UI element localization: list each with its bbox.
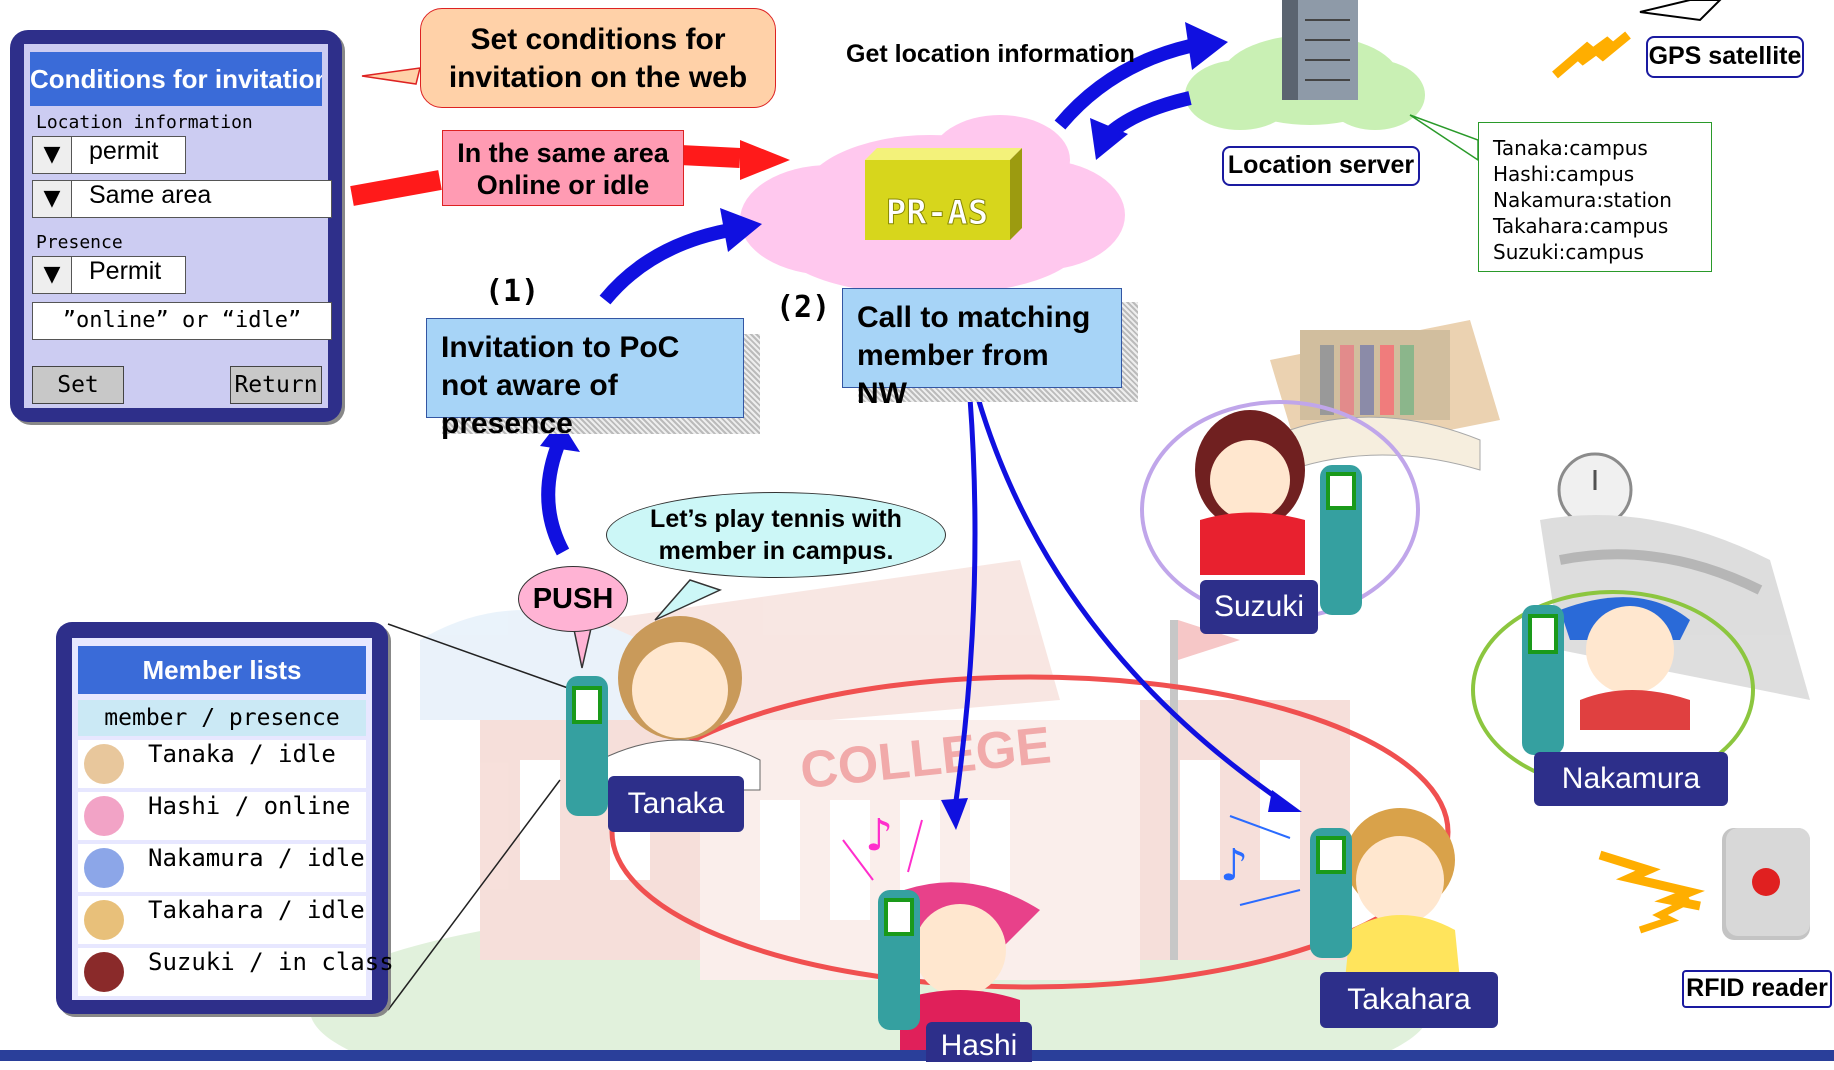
presence-value-field[interactable]: ”online” or “idle” bbox=[32, 302, 332, 340]
phone-icons bbox=[566, 465, 1564, 1030]
location-server-label: Location server bbox=[1222, 146, 1420, 186]
call-matching-box: Call to matching member from NW bbox=[842, 288, 1122, 410]
set-conditions-callout: Set conditions for invitation on the web bbox=[420, 8, 776, 108]
takahara-face-icon bbox=[84, 900, 124, 940]
member-list-panel: Member lists member / presence Tanaka / … bbox=[56, 622, 394, 1014]
same-area-label: In the same area Online or idle bbox=[442, 130, 684, 206]
conditions-panel: Conditions for invitation Location infor… bbox=[10, 30, 342, 422]
location-entry: Tanaka:campus bbox=[1493, 136, 1648, 160]
blue-arrows bbox=[541, 39, 1192, 556]
rfid-reader-label: RFID reader bbox=[1682, 970, 1832, 1008]
server-icon bbox=[1282, 0, 1358, 100]
return-button[interactable]: Return bbox=[230, 366, 322, 404]
train-station-illustration bbox=[1540, 452, 1810, 700]
member-row[interactable]: Nakamura / idle bbox=[78, 844, 366, 892]
set-button[interactable]: Set bbox=[32, 366, 124, 404]
member-row[interactable]: Tanaka / idle bbox=[78, 740, 366, 788]
member-row[interactable]: Hashi / online bbox=[78, 792, 366, 840]
location-list: Tanaka:campus Hashi:campus Nakamura:stat… bbox=[1478, 122, 1712, 272]
member-list-header: member / presence bbox=[78, 700, 366, 736]
person-suzuki-icon bbox=[1195, 410, 1305, 575]
dropdown-arrow-icon: ▼ bbox=[33, 137, 72, 173]
push-bubble: PUSH bbox=[518, 566, 628, 632]
invitation-box: Invitation to PoC not aware of presence bbox=[426, 318, 744, 440]
gps-satellite-label: GPS satellite bbox=[1646, 36, 1804, 78]
music-note-hashi: ♪ bbox=[865, 810, 893, 861]
name-hashi: Hashi bbox=[926, 1022, 1032, 1062]
dropdown-arrow-icon: ▼ bbox=[33, 181, 72, 217]
dropdown-arrow-icon: ▼ bbox=[33, 257, 72, 293]
location-entry: Takahara:campus bbox=[1493, 214, 1669, 238]
person-takahara-icon bbox=[1345, 808, 1460, 980]
conditions-panel-title: Conditions for invitation bbox=[30, 52, 322, 106]
name-tanaka: Tanaka bbox=[608, 776, 744, 832]
bottom-banner bbox=[0, 1050, 1834, 1061]
gps-satellite-icon bbox=[1552, 0, 1722, 79]
library-illustration bbox=[1270, 320, 1500, 471]
campus-area-ellipse bbox=[609, 674, 1451, 990]
member-row[interactable]: Suzuki / in class bbox=[78, 948, 394, 996]
pr-as-box bbox=[865, 148, 1022, 240]
presence-label: Presence bbox=[36, 232, 123, 253]
tennis-speech-bubble: Let’s play tennis with member in campus. bbox=[606, 492, 946, 578]
location-info-label: Location information bbox=[36, 112, 253, 133]
get-location-label: Get location information bbox=[846, 40, 1135, 68]
name-nakamura: Nakamura bbox=[1534, 752, 1728, 806]
location-permit-select[interactable]: ▼ permit bbox=[32, 136, 186, 174]
music-note-takahara: ♪ bbox=[1220, 840, 1248, 891]
name-suzuki: Suzuki bbox=[1200, 580, 1318, 634]
name-takahara: Takahara bbox=[1320, 972, 1498, 1028]
hashi-face-icon bbox=[84, 796, 124, 836]
nakamura-face-icon bbox=[84, 848, 124, 888]
step-2-label: (2) bbox=[776, 290, 831, 325]
location-entry: Hashi:campus bbox=[1493, 162, 1635, 186]
rfid-reader-icon bbox=[1598, 828, 1810, 940]
tanaka-face-icon bbox=[84, 744, 124, 784]
suzuki-face-icon bbox=[84, 952, 124, 992]
location-area-select[interactable]: ▼ Same area bbox=[32, 180, 332, 218]
person-nakamura-icon bbox=[1560, 597, 1690, 730]
college-building-illustration bbox=[310, 560, 1430, 1061]
presence-permit-select[interactable]: ▼ Permit bbox=[32, 256, 186, 294]
location-entry: Suzuki:campus bbox=[1493, 240, 1644, 264]
location-entry: Nakamura:station bbox=[1493, 188, 1672, 212]
step-1-label: (1) bbox=[485, 274, 540, 309]
member-row[interactable]: Takahara / idle bbox=[78, 896, 366, 944]
pr-as-label: PR-AS bbox=[886, 193, 988, 233]
member-list-title: Member lists bbox=[78, 646, 366, 694]
